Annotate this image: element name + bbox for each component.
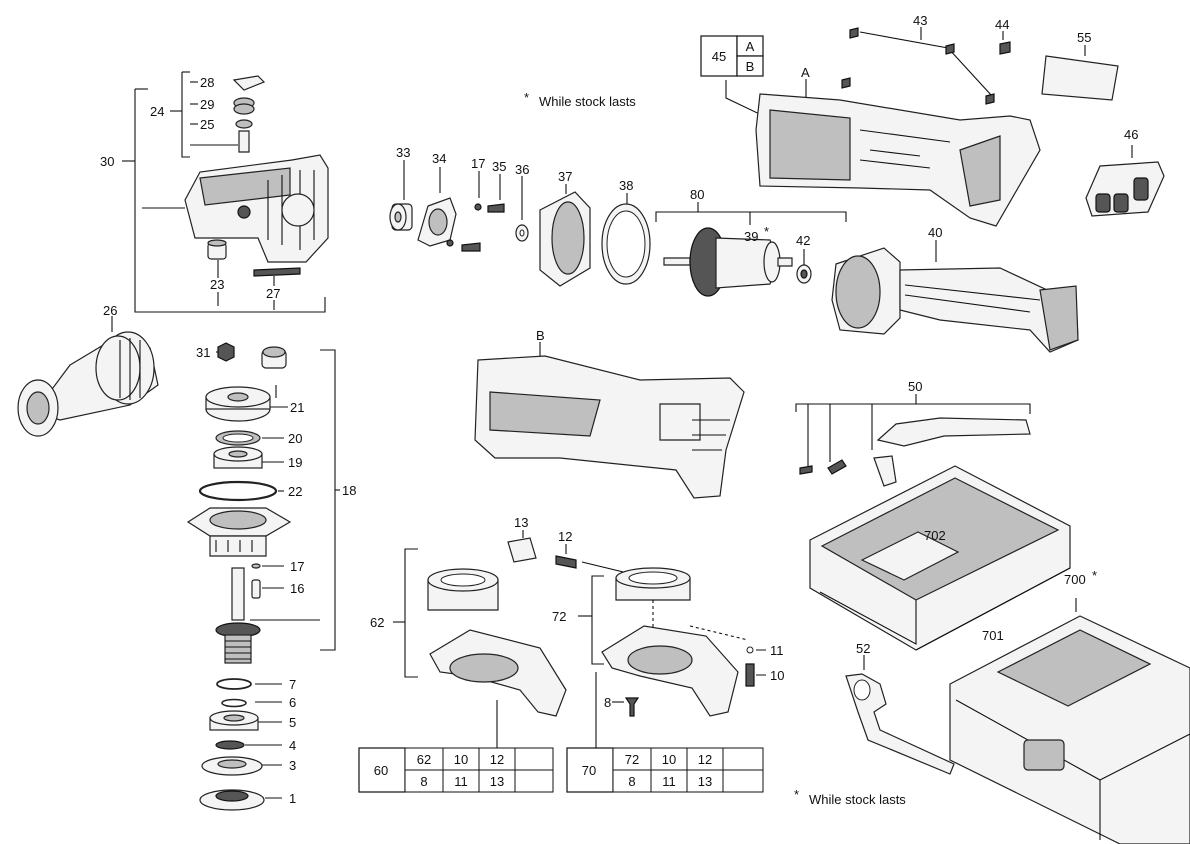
box-45: 45 A B — [700, 35, 764, 77]
guards-group — [393, 530, 766, 748]
label-1: 1 — [289, 791, 296, 806]
table-70-cell: 12 — [698, 752, 712, 767]
label-80: 80 — [690, 187, 704, 202]
label-37: 37 — [558, 169, 572, 184]
label-13: 13 — [514, 515, 528, 530]
table-60-id: 60 — [374, 763, 388, 778]
label-702: 702 — [924, 528, 946, 543]
note-bottom-star: * — [794, 787, 799, 802]
label-29: 29 — [200, 97, 214, 112]
note-top-text: While stock lasts — [539, 94, 636, 109]
note-bottom: * While stock lasts — [794, 787, 906, 807]
label-25: 25 — [200, 117, 214, 132]
table-60-cell: 62 — [417, 752, 431, 767]
label-55: 55 — [1077, 30, 1091, 45]
table-60: 60 62 10 12 8 11 13 — [358, 747, 554, 793]
label-5: 5 — [289, 715, 296, 730]
table-70-cell: 13 — [698, 774, 712, 789]
label-38: 38 — [619, 178, 633, 193]
table-70-id: 70 — [582, 763, 596, 778]
label-20: 20 — [288, 431, 302, 446]
box-45-number: 45 — [712, 49, 726, 64]
note-top: * While stock lasts — [524, 90, 636, 109]
label-10: 10 — [770, 668, 784, 683]
label-700: 700 — [1064, 572, 1086, 587]
note-top-star: * — [524, 90, 529, 105]
table-60-cell: 8 — [420, 774, 427, 789]
label-B: B — [536, 328, 545, 343]
label-6: 6 — [289, 695, 296, 710]
label-4: 4 — [289, 738, 296, 753]
label-39: 39 — [744, 229, 758, 244]
label-3: 3 — [289, 758, 296, 773]
motor-housing-b — [474, 342, 745, 499]
table-70: 70 72 10 12 8 11 13 — [566, 747, 764, 793]
label-19: 19 — [288, 455, 302, 470]
spindle-stack — [186, 342, 340, 811]
label-7: 7 — [289, 677, 296, 692]
label-43: 43 — [913, 13, 927, 28]
label-24: 24 — [150, 104, 164, 119]
table-70-cell: 72 — [625, 752, 639, 767]
label-11: 11 — [770, 643, 784, 658]
gear-head-group — [122, 71, 329, 313]
label-42: 42 — [796, 233, 810, 248]
table-70-cell: 10 — [662, 752, 676, 767]
label-33: 33 — [396, 145, 410, 160]
housing-a-group — [725, 27, 1165, 227]
label-21: 21 — [290, 400, 304, 415]
label-31: 31 — [196, 345, 210, 360]
label-46: 46 — [1124, 127, 1138, 142]
label-34: 34 — [432, 151, 446, 166]
star-700: * — [1092, 568, 1097, 583]
table-60-cell: 11 — [454, 774, 468, 789]
table-60-cell: 10 — [454, 752, 468, 767]
label-17a: 17 — [290, 559, 304, 574]
label-26: 26 — [103, 303, 117, 318]
label-8: 8 — [604, 695, 611, 710]
label-17b: 17 — [471, 156, 485, 171]
label-35: 35 — [492, 159, 506, 174]
label-36: 36 — [515, 162, 529, 177]
stator-group — [831, 240, 1079, 353]
table-70-cell: 11 — [662, 774, 676, 789]
label-22: 22 — [288, 484, 302, 499]
star-39: * — [764, 224, 769, 239]
table-70-cell: 8 — [628, 774, 635, 789]
case-group — [809, 465, 1190, 844]
wrench-52 — [845, 655, 955, 775]
label-40: 40 — [928, 225, 942, 240]
label-28: 28 — [200, 75, 214, 90]
middle-parts — [389, 160, 651, 287]
armature-group — [655, 202, 847, 297]
table-60-cell: 12 — [490, 752, 504, 767]
switch-group — [795, 394, 1031, 487]
label-12: 12 — [558, 529, 572, 544]
table-60-cell: 13 — [490, 774, 504, 789]
side-handle — [17, 316, 159, 437]
box-45-a: A — [746, 39, 755, 54]
note-bottom-text: While stock lasts — [809, 792, 906, 807]
label-62: 62 — [370, 615, 384, 630]
label-50: 50 — [908, 379, 922, 394]
label-72: 72 — [552, 609, 566, 624]
label-52: 52 — [856, 641, 870, 656]
label-23: 23 — [210, 277, 224, 292]
label-A: A — [801, 65, 810, 80]
label-44: 44 — [995, 17, 1009, 32]
callout-labels: 28 29 25 24 30 23 27 26 31 21 20 19 22 1… — [100, 13, 1138, 806]
label-18: 18 — [342, 483, 356, 498]
label-27: 27 — [266, 286, 280, 301]
label-16: 16 — [290, 581, 304, 596]
box-45-b: B — [746, 59, 755, 74]
label-701: 701 — [982, 628, 1004, 643]
label-30: 30 — [100, 154, 114, 169]
